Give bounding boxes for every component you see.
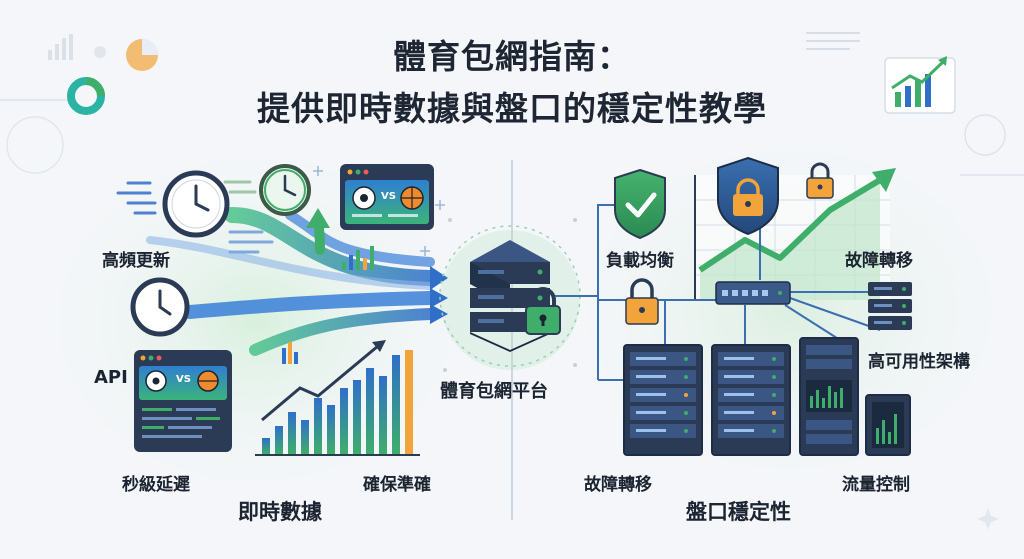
padlock-icon [806, 162, 834, 199]
top-left-decor [0, 34, 106, 174]
speed-lines [116, 180, 257, 215]
vs-label: VS [381, 191, 396, 202]
label-load-balancing: 負載均衡 [606, 251, 674, 271]
donut-icon [67, 77, 105, 115]
match-card [340, 164, 434, 230]
server-rack-icon [623, 344, 703, 456]
sparkles [313, 166, 445, 256]
title-line-2: 提供即時數據與盤口的穩定性教學 [257, 89, 767, 128]
growth-chart-icon [884, 56, 956, 114]
clock-icon [130, 277, 190, 337]
server-rack-icon [711, 344, 791, 456]
server-rack-icon [799, 337, 859, 456]
traffic-meter-icon [865, 394, 911, 456]
pie-chart-icon [126, 39, 158, 71]
platform-dots [443, 218, 577, 372]
flow-arrowheads [306, 208, 448, 324]
right-section-heading: 盤口穩定性 [686, 500, 791, 524]
lock-shield-icon [717, 156, 779, 236]
server-icon [868, 282, 912, 330]
vs-label: VS [176, 374, 191, 385]
label-high-availability: 高可用性架構 [868, 352, 970, 372]
label-api: API [94, 367, 128, 388]
platform-label: 體育包網平台 [440, 381, 548, 402]
sparkle-icon [977, 508, 999, 530]
label-second-latency: 秒級延遲 [122, 475, 190, 495]
title-line-1: 體育包網指南： [393, 37, 631, 76]
top-right-decor [806, 32, 1024, 176]
clock-icon [259, 164, 311, 216]
bar-chart [255, 340, 420, 456]
mini-bars [342, 246, 374, 270]
check-shield-icon [614, 168, 666, 240]
clock-icon [162, 170, 230, 238]
label-traffic-control: 流量控制 [842, 475, 910, 495]
label-failover-bottom: 故障轉移 [584, 475, 652, 495]
label-high-frequency-update: 高頻更新 [102, 251, 170, 271]
left-section-heading: 即時數據 [238, 500, 322, 524]
lock-icon [525, 287, 561, 335]
mini-lines [228, 230, 274, 254]
label-failover-top: 故障轉移 [845, 251, 913, 271]
api-window [134, 350, 232, 452]
padlock-icon [625, 278, 659, 325]
label-accuracy: 確保準確 [363, 475, 431, 495]
network-switch-icon [715, 281, 791, 305]
data-flow-arrows [146, 207, 438, 356]
